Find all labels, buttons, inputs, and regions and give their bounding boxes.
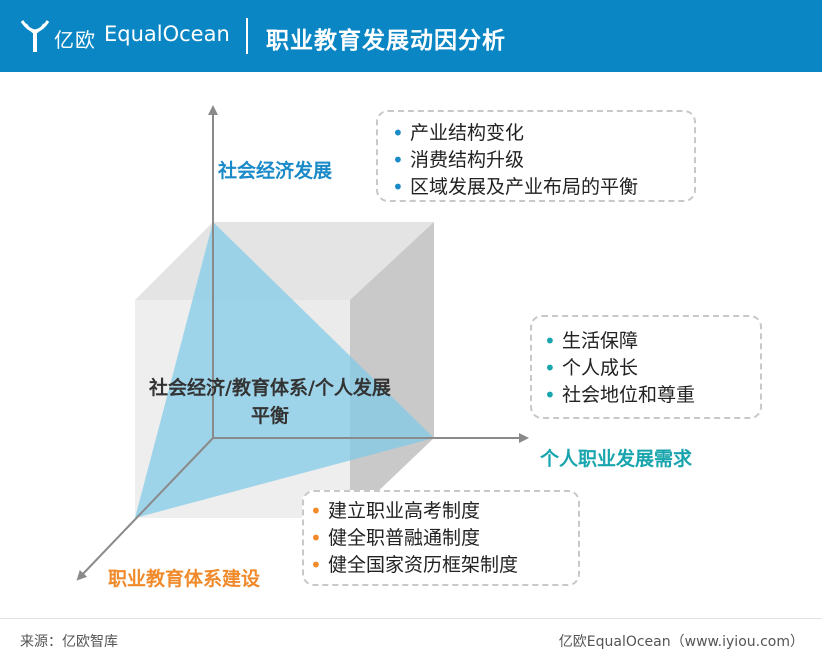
axis-bottom — [76, 437, 214, 581]
diagram-canvas: 社会经济/教育体系/个人发展 平衡 社会经济发展 产业结构变化 消费结构升级 区… — [0, 72, 822, 612]
header-divider — [246, 18, 248, 54]
axis-top-box: 产业结构变化 消费结构升级 区域发展及产业布局的平衡 — [376, 110, 696, 202]
center-label: 社会经济/教育体系/个人发展 平衡 — [120, 374, 420, 430]
page-title: 职业教育发展动因分析 — [266, 28, 506, 54]
list-item: 健全国家资历框架制度 — [308, 552, 578, 579]
axis-right-box: 生活保障 个人成长 社会地位和尊重 — [530, 315, 762, 419]
cube-diagram — [76, 105, 529, 581]
equalocean-logo-icon — [20, 20, 50, 52]
list-item: 建立职业高考制度 — [308, 498, 578, 525]
logo-text-en: EqualOcean — [104, 22, 230, 46]
list-item: 消费结构升级 — [390, 147, 694, 174]
list-item: 健全职普融通制度 — [308, 525, 578, 552]
axis-bottom-box: 建立职业高考制度 健全职普融通制度 健全国家资历框架制度 — [302, 490, 580, 586]
balance-plane — [135, 222, 434, 518]
axis-bottom-label: 职业教育体系建设 — [108, 568, 261, 590]
list-item: 社会地位和尊重 — [542, 382, 760, 409]
center-label-line2: 平衡 — [250, 405, 289, 427]
list-item: 生活保障 — [542, 328, 760, 355]
list-item: 产业结构变化 — [390, 120, 694, 147]
footer-credit: 亿欧EqualOcean（www.iyiou.com） — [558, 634, 804, 650]
axis-right-label: 个人职业发展需求 — [540, 448, 693, 470]
footer-source: 来源：亿欧智库 — [20, 634, 118, 650]
axis-top-label: 社会经济发展 — [218, 160, 333, 182]
header-bar: 亿欧 EqualOcean 职业教育发展动因分析 — [0, 0, 822, 72]
footer-divider — [0, 618, 822, 619]
list-item: 个人成长 — [542, 355, 760, 382]
center-label-line1: 社会经济/教育体系/个人发展 — [149, 377, 391, 399]
logo-text-cn: 亿欧 — [54, 28, 96, 52]
list-item: 区域发展及产业布局的平衡 — [390, 174, 694, 201]
